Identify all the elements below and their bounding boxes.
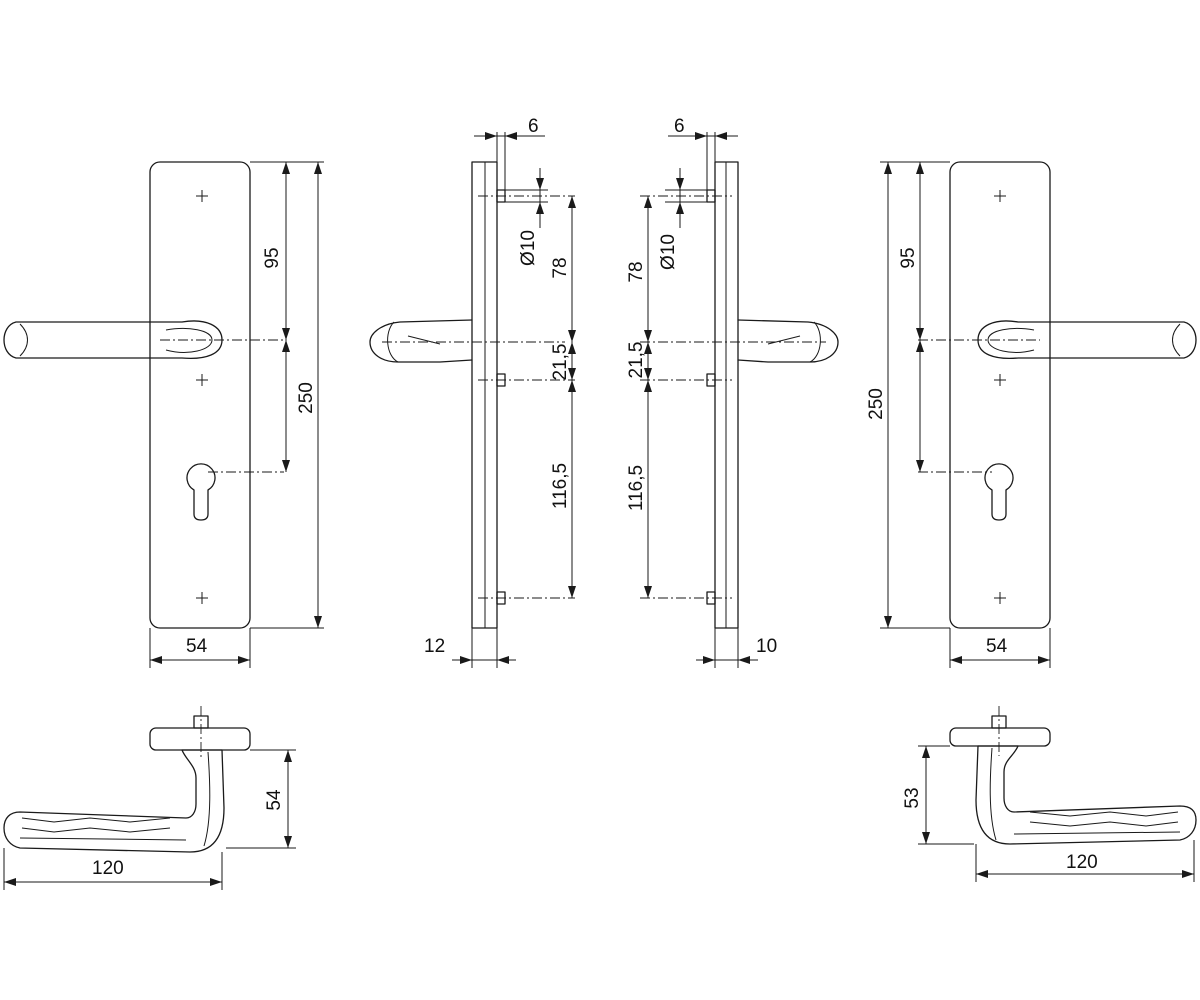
escutcheon-plate	[949, 161, 1051, 629]
dimension-label: 95	[262, 247, 283, 268]
keyhole-profile	[984, 463, 1014, 521]
side-view-left: 6 Ø10 78 21,5 116,5 12	[369, 116, 576, 668]
dimension-label: 54	[264, 789, 285, 811]
lever-tip-detail	[987, 323, 1181, 357]
dimension-label: 116,5	[550, 463, 571, 509]
escutcheon-plate	[149, 161, 251, 629]
lever-body	[3, 749, 225, 853]
dimension-label: Ø10	[658, 234, 679, 270]
front-view-right: 54 95 250	[866, 161, 1197, 668]
lever-profile-left: 54 120	[3, 706, 296, 890]
dimension-label: 6	[674, 116, 685, 137]
dimension-label: Ø10	[518, 230, 539, 266]
mounting-hole-mark	[195, 591, 209, 605]
lever-handle-side	[737, 319, 839, 363]
dimension-label: 10	[756, 636, 777, 657]
dimension-label: 120	[92, 858, 124, 879]
front-view-left: 54 95 250	[3, 161, 324, 668]
dimension-label: 53	[902, 787, 923, 808]
dimension-label: 250	[866, 388, 887, 420]
dimension-label: 78	[626, 261, 647, 282]
rose	[949, 727, 1051, 747]
dimension-label: 21,5	[550, 344, 571, 381]
mounting-hole-mark	[993, 591, 1007, 605]
side-view-right: 6 Ø10 78 21,5 116,5 10	[626, 116, 839, 668]
lever-handle	[3, 320, 223, 360]
lever-profile-right: 53 120	[902, 706, 1197, 882]
dimension-label: 12	[424, 636, 445, 657]
mounting-hole-mark	[195, 189, 209, 203]
mounting-hole-mark	[993, 373, 1007, 387]
dimension-label: 54	[986, 636, 1008, 657]
dimension-label: 120	[1066, 852, 1098, 873]
lever-tip-detail	[19, 323, 213, 357]
dimension-label: 78	[550, 257, 571, 278]
dimension-label: 250	[296, 382, 317, 414]
dimension-label: 54	[186, 636, 208, 657]
mounting-hole-mark	[993, 189, 1007, 203]
dimension-label: 95	[898, 247, 919, 268]
dimension-label: 21,5	[626, 342, 647, 379]
mounting-hole-mark	[195, 373, 209, 387]
lever-handle-side	[369, 319, 473, 363]
lever-body	[975, 745, 1197, 845]
keyhole-profile	[186, 463, 216, 521]
lever-handle	[977, 320, 1197, 360]
dimension-label: 6	[528, 116, 539, 137]
rose	[149, 727, 251, 751]
dimension-label: 116,5	[626, 465, 647, 511]
